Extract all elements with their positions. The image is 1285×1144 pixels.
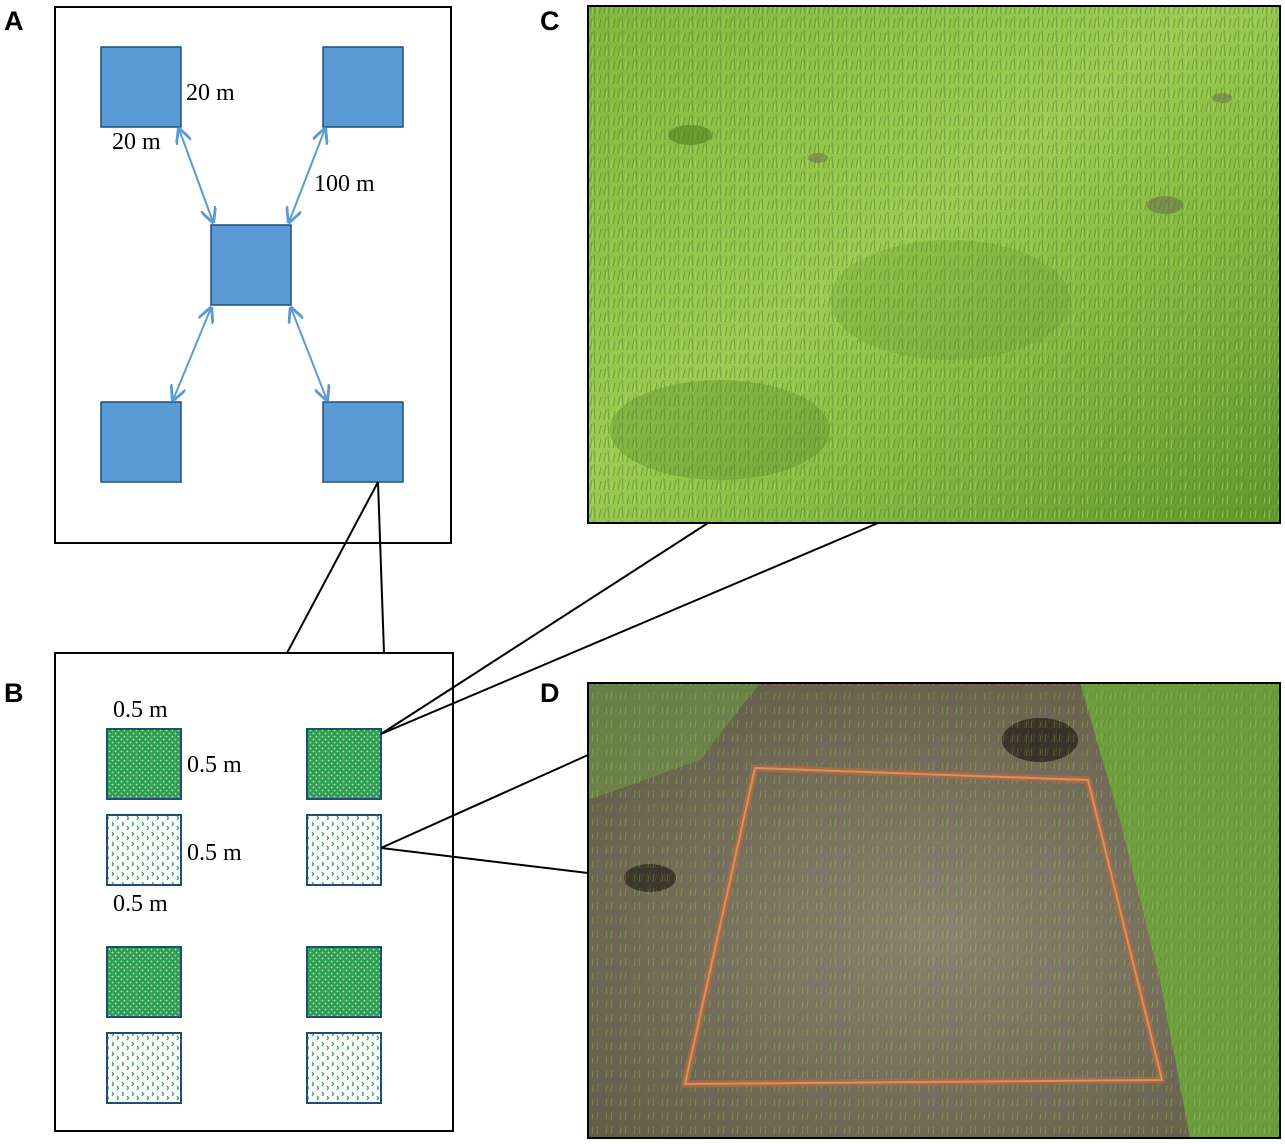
plot-height-label: 20 m xyxy=(112,129,161,155)
grass-patch xyxy=(808,153,828,163)
grass-patch xyxy=(668,125,712,145)
plot-width-label: 20 m xyxy=(186,80,235,106)
panel-a-site-layout: 20 m 20 m 100 m xyxy=(54,6,452,544)
panel-d-frame xyxy=(587,682,1281,1139)
grass-shade xyxy=(610,380,830,480)
plot-center xyxy=(210,224,292,306)
zoom-lines-b-to-photos xyxy=(380,522,879,874)
plot-bottom-right xyxy=(322,401,404,483)
panel-c-grass-photo xyxy=(587,5,1281,524)
quadrat-frame-highlight xyxy=(684,767,1163,1085)
quadrat-dense-4 xyxy=(306,946,382,1018)
panel-d-quadrat-photo xyxy=(587,682,1281,1139)
grass-photo-texture xyxy=(588,6,1280,523)
grass-patch xyxy=(1212,93,1232,103)
quadrat-width-label: 0.5 m xyxy=(113,697,168,723)
quadrat-height-label: 0.5 m xyxy=(187,752,242,778)
zoom-lines-a-to-b xyxy=(286,481,385,654)
grass-shade xyxy=(830,240,1070,360)
quadrat-sparse-1 xyxy=(106,814,182,886)
plot-spacing-label: 100 m xyxy=(314,171,375,197)
arrow-top-left-to-center xyxy=(179,129,213,222)
plot-top-left xyxy=(100,46,182,128)
quadrat-sparse-3 xyxy=(306,814,382,886)
plot-bottom-left xyxy=(100,401,182,483)
panel-c-frame xyxy=(587,5,1281,524)
arrow-center-to-bottom-right xyxy=(291,308,327,400)
quadrat-sparse-2 xyxy=(106,1032,182,1104)
quadrat-dense-2 xyxy=(106,946,182,1018)
grass-patch xyxy=(1147,196,1183,214)
quadrat-height-label-2: 0.5 m xyxy=(187,840,242,866)
quadrat-dense-1 xyxy=(106,728,182,800)
panel-letter-b: B xyxy=(4,678,24,708)
quadrat-sparse-4 xyxy=(306,1032,382,1104)
arrow-top-right-to-center xyxy=(289,129,325,222)
panel-b-quadrat-layout: 0.5 m 0.5 m 0.5 m 0.5 m xyxy=(54,652,454,1132)
sparse-grass-texture xyxy=(588,683,1280,1138)
panel-letter-a: A xyxy=(4,6,24,36)
quadrat-dense-3 xyxy=(306,728,382,800)
plot-top-right xyxy=(322,46,404,128)
panel-letter-c: C xyxy=(540,6,560,36)
quadrat-width-label-2: 0.5 m xyxy=(113,891,168,917)
panel-letter-d: D xyxy=(540,678,560,708)
arrow-center-to-bottom-left xyxy=(173,308,211,400)
